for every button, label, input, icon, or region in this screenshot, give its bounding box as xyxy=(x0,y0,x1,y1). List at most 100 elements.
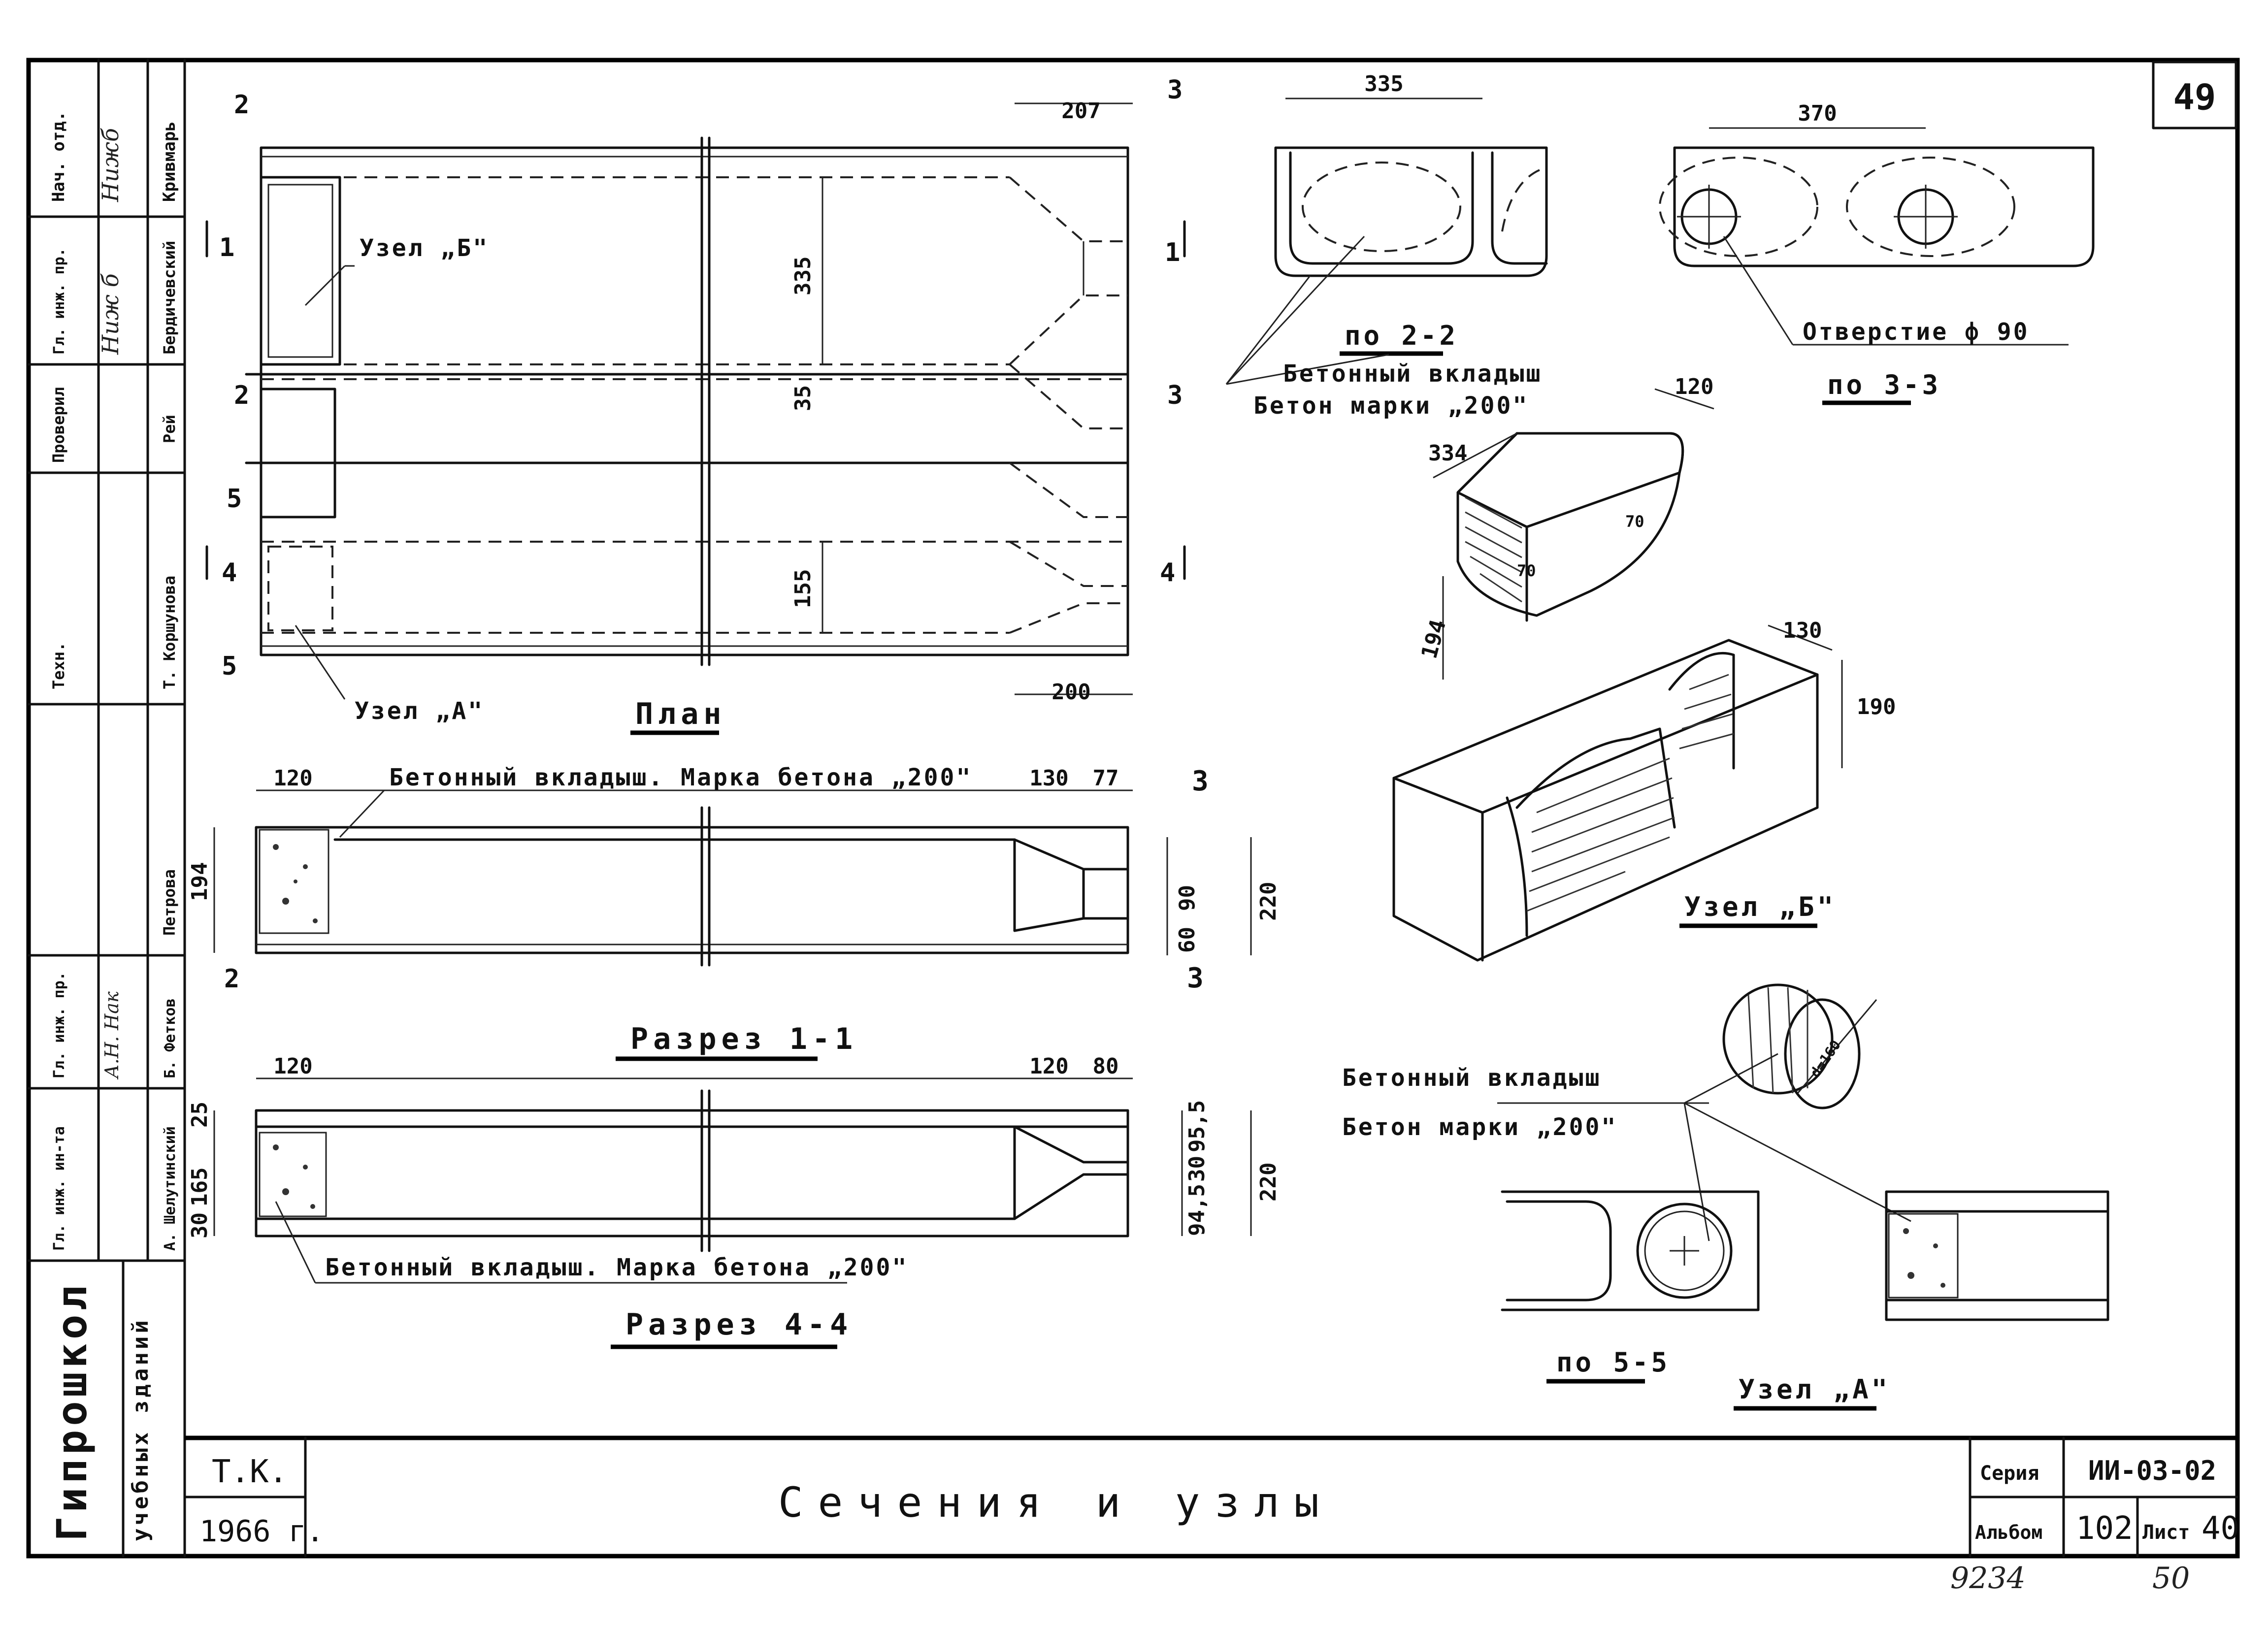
node5-note-2: Бетон марки „200" xyxy=(1342,1113,1617,1141)
plan-node-b-label: Узел „Б" xyxy=(360,234,489,262)
s44-dim-95: 95,5 xyxy=(1184,1100,1210,1152)
s44-dim-insert: 120 xyxy=(273,1054,312,1079)
stamp-extra-7: А. Шелутинский xyxy=(162,1126,179,1251)
stamp-role-6: Гл. инж. пр. xyxy=(51,972,68,1078)
s44-dim-30: 30 xyxy=(187,1212,212,1238)
tb-title: Сечения и узлы xyxy=(778,1478,1334,1527)
iso-dim-334: 334 xyxy=(1428,441,1467,466)
plan-node-a-label: Узел „А" xyxy=(355,697,484,725)
s44-dim-94: 94,5 xyxy=(1184,1184,1210,1236)
title-block: Т.К. 1966 г. Сечения и узлы Серия ИИ-03-… xyxy=(183,1436,2239,1558)
stamp-role-4: Техн. xyxy=(49,642,68,689)
stamp-role-7: Гл. инж. ин-та xyxy=(51,1126,68,1251)
s11-dim-insert: 120 xyxy=(273,766,312,791)
plan-dim-top: 207 xyxy=(1061,98,1100,124)
plan-mark-4-right: 4 xyxy=(1160,558,1175,587)
tb-series-value: ИИ-03-02 xyxy=(2088,1455,2216,1486)
stamp-role-1: Нач. отд. xyxy=(49,111,68,202)
node-a-title: Узел „А" xyxy=(1739,1374,1890,1405)
tb-left-code: Т.К. xyxy=(212,1454,288,1490)
sheet-frame: 49 xyxy=(26,58,2240,1559)
node-b-dim-130: 130 xyxy=(1783,618,1822,643)
insert-isometric: 334 120 194 70 70 xyxy=(1416,374,1714,680)
v22-title: по 2-2 xyxy=(1345,320,1458,351)
s44-dim-25: 25 xyxy=(187,1102,212,1128)
plan-mark-4-left: 4 xyxy=(222,558,237,587)
view-3-3: 370 Отверстие ф 90 по 3-3 xyxy=(1659,101,2095,405)
handwritten-page: 50 xyxy=(2152,1561,2190,1595)
s44-note: Бетонный вкладыш. Марка бетона „200" xyxy=(325,1254,908,1281)
plan-mark-1-right: 1 xyxy=(1165,238,1180,267)
s11-mark-3: 3 xyxy=(1187,962,1204,994)
tb-sheet-label: Лист xyxy=(2142,1521,2190,1544)
stamp-extra-2: Бердичевский xyxy=(160,241,179,355)
stamp-extra-5: Петрова xyxy=(160,869,179,936)
s44-dim-165: 165 xyxy=(187,1168,212,1206)
s44-dim-220: 220 xyxy=(1256,1163,1281,1202)
plan-mark-2-left: 2 xyxy=(234,381,249,410)
tb-series-label: Серия xyxy=(1980,1462,2039,1485)
tb-album-label: Альбом xyxy=(1975,1522,2042,1543)
concrete-insert-1-1 xyxy=(259,829,329,934)
stamp-extra-4: Т. Коршунова xyxy=(160,576,179,689)
iso-radius-2: 70 xyxy=(1625,512,1644,531)
tb-album-value: 102 xyxy=(2076,1510,2133,1547)
s11-dim-220: 220 xyxy=(1256,882,1281,921)
stamp-name-6: А.Н. Нак xyxy=(101,991,123,1080)
plan-mark-5-left: 5 xyxy=(227,484,242,514)
node-b-title: Узел „Б" xyxy=(1684,891,1836,922)
node-a-concrete-insert xyxy=(1888,1213,1959,1299)
s44-title: Разрез 4-4 xyxy=(625,1307,853,1342)
stamp-name-1: Нижб xyxy=(97,128,124,202)
stamp-role-3: Проверил xyxy=(49,387,68,463)
s11-title: Разрез 1-1 xyxy=(630,1022,857,1056)
stamp-extra-3: Рей xyxy=(160,415,179,443)
plan-mark-2-top: 2 xyxy=(234,90,249,120)
iso-dim-120: 120 xyxy=(1675,374,1713,399)
v22-note-1: Бетонный вкладыш xyxy=(1283,360,1542,388)
stamp-role-2: Гл. инж. пр. xyxy=(51,248,68,355)
s11-dim-height: 194 xyxy=(187,862,212,901)
v33-title: по 3-3 xyxy=(1827,369,1941,400)
node5-note-1: Бетонный вкладыш xyxy=(1342,1064,1601,1092)
handwritten-inventory: 9234 xyxy=(1950,1561,2026,1595)
section-1-1: 120 130 77 Бетонный вкладыш. Марка бетон… xyxy=(187,764,1281,1061)
v22-dim: 335 xyxy=(1364,71,1403,97)
plan-mark-3-top: 3 xyxy=(1167,75,1183,105)
section-4-4: 120 120 80 25 165 30 94,5 30 95,5 220 Бе… xyxy=(187,765,1281,1349)
iso-radius-1: 70 xyxy=(1517,561,1536,580)
s11-dim-90: 90 xyxy=(1175,885,1200,911)
s44-dim-end: 80 xyxy=(1093,1054,1119,1079)
stamp-extra-1: Кривмарь xyxy=(160,121,179,202)
s44-dim-30b: 30 xyxy=(1184,1156,1210,1182)
plan-title: План xyxy=(635,697,726,731)
node-cyl-dim: d=160 xyxy=(1807,1037,1844,1080)
tb-sheet-value: 40 xyxy=(2202,1510,2239,1547)
plan-view: 207 200 335 35 155 2 1 2 5 4 5 3 1 3 4 У… xyxy=(205,75,1186,735)
stamp-org: Гипрошкол xyxy=(48,1282,96,1541)
s11-note: Бетонный вкладыш. Марка бетона „200" xyxy=(389,764,972,791)
stamp-extra-6: Б. Фетков xyxy=(162,998,179,1078)
node-b-dim-190: 190 xyxy=(1857,694,1896,719)
v33-dim: 370 xyxy=(1798,101,1837,126)
node-a-group: d=160 Бетонный вкладыш Бетон марки „200"… xyxy=(1342,983,2109,1411)
s44-dim-taper: 120 xyxy=(1029,1054,1068,1079)
tb-year: 1966 г. xyxy=(199,1514,324,1549)
v22-note-2: Бетон марки „200" xyxy=(1253,392,1529,420)
s11-mark-3-top: 3 xyxy=(1192,765,1209,797)
plan-dim-between: 35 xyxy=(790,385,816,411)
stamp-org-sub: учебных зданий xyxy=(128,1317,153,1541)
s11-dim-end: 77 xyxy=(1093,766,1119,791)
plan-mark-3-right: 3 xyxy=(1167,381,1183,410)
sheet-number: 49 xyxy=(2173,76,2216,118)
node-b-isometric: 130 190 Узел „Б" xyxy=(1392,618,1896,962)
stamp-name-2: Ниж б xyxy=(97,273,124,355)
plan-dim-lower-cavity: 155 xyxy=(790,569,816,608)
plan-dim-upper-cavity: 335 xyxy=(790,257,816,295)
view-2-2: 335 по 2-2 Бетонный вкладыш Бетон марки … xyxy=(1225,71,1548,420)
concrete-insert-4-4 xyxy=(259,1132,327,1217)
plan-mark-5-bottom: 5 xyxy=(222,651,237,681)
s11-mark-2: 2 xyxy=(224,964,239,994)
plan-dim-bottom: 200 xyxy=(1052,680,1090,705)
